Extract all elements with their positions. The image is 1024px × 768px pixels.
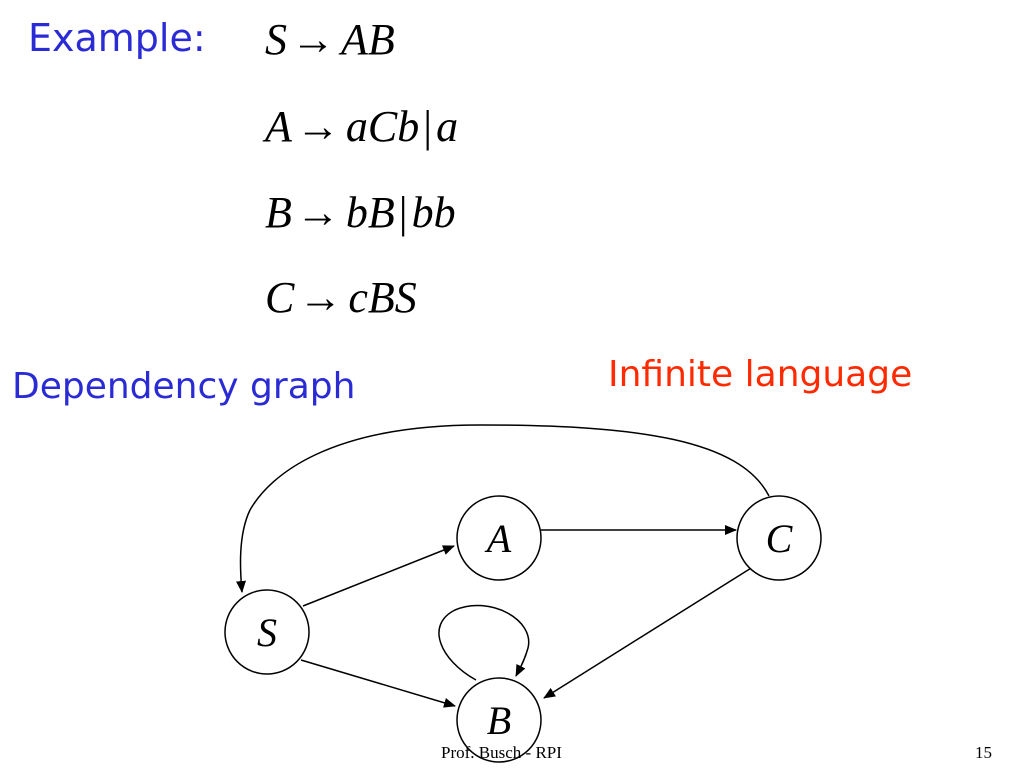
infinite-language-heading: Infinite language: [608, 354, 913, 395]
node-s-label: S: [257, 610, 277, 655]
edge-s-to-a: [302, 545, 455, 607]
rule-lhs: C: [265, 273, 295, 322]
rule-arrow: →: [291, 15, 335, 64]
edge-c-to-b: [543, 564, 757, 699]
node-a: A: [456, 495, 542, 581]
rule-rhs: aCb: [345, 102, 420, 151]
rule-lhs: A: [265, 102, 292, 151]
rule-arrow: →: [298, 273, 343, 322]
rule-alternation: |: [423, 102, 433, 151]
rule-lhs: S: [265, 15, 287, 64]
rule-rhs: cBS: [348, 273, 417, 322]
rule-rhs: bb: [411, 188, 456, 237]
edge-c-to-s: [236, 424, 770, 593]
rule-arrow: →: [295, 188, 340, 237]
rule-rhs: bB: [345, 188, 395, 237]
node-s: S: [224, 589, 310, 675]
example-label: Example:: [28, 16, 206, 60]
rule-alternation: |: [398, 188, 408, 237]
edge-s-to-b: [300, 659, 456, 708]
grammar-rule-a: A→aCb|a: [265, 101, 458, 152]
grammar-rule-c: C→cBS: [265, 272, 417, 323]
node-b-label: B: [487, 698, 511, 743]
node-a-label: A: [484, 516, 512, 561]
rule-arrow: →: [295, 102, 340, 151]
page-number: 15: [975, 743, 992, 762]
rule-lhs: B: [265, 188, 292, 237]
grammar-rule-s: S→AB: [265, 14, 395, 65]
grammar-rule-b: B→bB|bb: [265, 187, 456, 238]
rule-rhs: AB: [341, 15, 395, 64]
dependency-graph-heading: Dependency graph: [12, 366, 356, 407]
node-b: B: [456, 677, 542, 763]
edge-b-to-b-loop: [438, 604, 530, 681]
rule-rhs: a: [436, 102, 459, 151]
node-c-label: C: [766, 516, 794, 561]
footer-credit: Prof. Busch - RPI: [441, 743, 562, 762]
node-c: C: [736, 495, 822, 581]
